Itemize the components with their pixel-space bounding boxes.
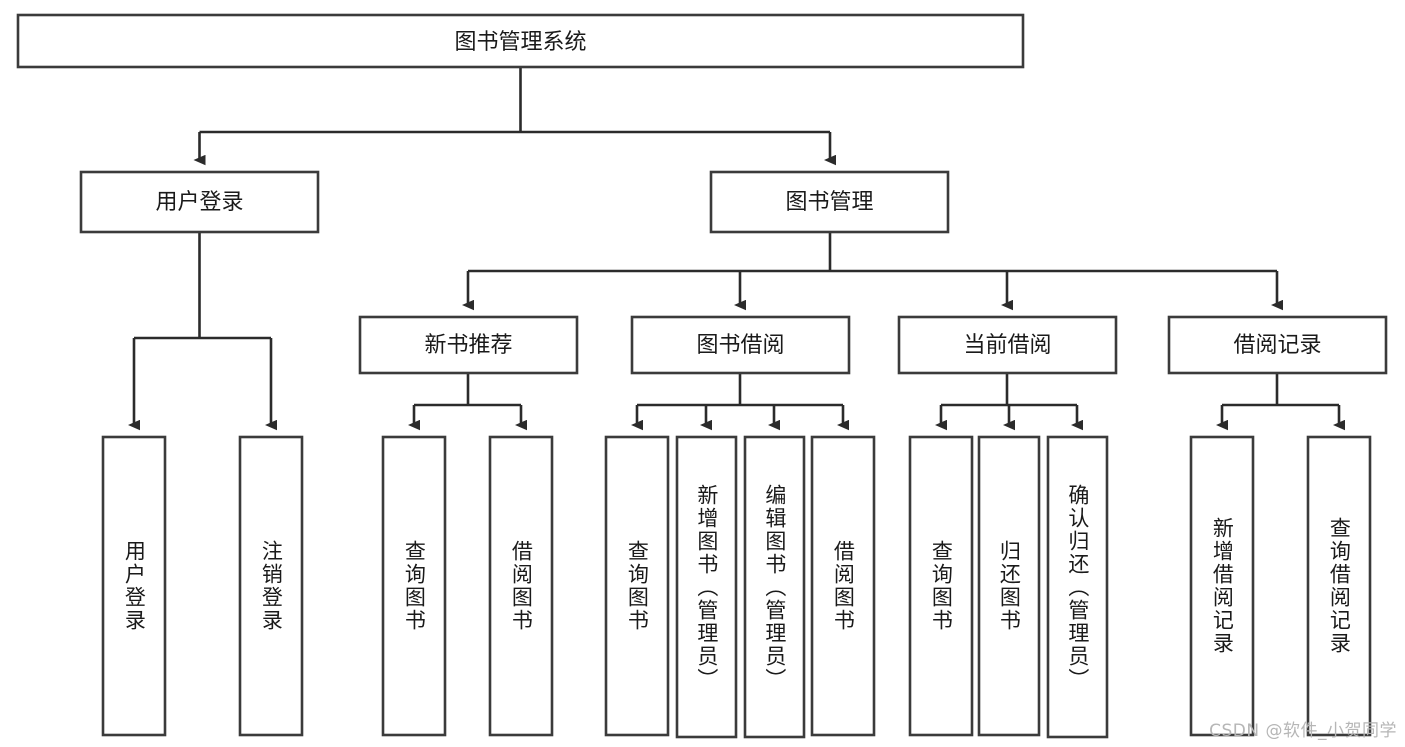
node-borrow-record-box[interactable] [1167,315,1388,375]
node-leaf-confirm-return-box[interactable] [1046,435,1109,739]
connector-group [128,67,1345,431]
node-leaf-query-record-box[interactable] [1306,435,1372,737]
node-root-box[interactable] [16,13,1025,69]
node-leaf-add-record-box[interactable] [1189,435,1255,737]
node-user-login-box[interactable] [79,170,320,234]
node-leaf-query-book-1-box[interactable] [381,435,447,737]
node-leaf-query-book-2-box[interactable] [604,435,670,737]
node-book-borrow-label: 图书借阅 [696,333,784,358]
node-current-borrow-box[interactable] [897,315,1118,375]
node-leaf-add-book-box[interactable] [675,435,738,739]
node-book-manage-label: 图书管理 [785,190,873,215]
node-book-manage-box[interactable] [709,170,950,234]
node-book-borrow-box[interactable] [630,315,851,375]
node-new-book-rec[interactable]: 新书推荐 [358,315,579,375]
node-leaf-return-book-box[interactable] [977,435,1041,737]
node-leaf-user-login-box[interactable] [101,435,167,737]
node-user-login-label: 用户登录 [155,190,243,215]
node-root[interactable]: 图书管理系统 [16,13,1025,69]
node-new-book-rec-label: 新书推荐 [424,333,512,358]
node-leaf-borrow-book-2-box[interactable] [810,435,876,737]
csdn-watermark: CSDN @软件_小贺同学 [1209,721,1397,741]
node-root-label: 图书管理系统 [454,30,586,55]
node-leaf-query-book-3-box[interactable] [908,435,974,737]
node-borrow-record[interactable]: 借阅记录 [1167,315,1388,375]
node-leaf-edit-book-box[interactable] [743,435,806,739]
node-new-book-rec-box[interactable] [358,315,579,375]
node-current-borrow-label: 当前借阅 [963,333,1051,358]
node-book-manage[interactable]: 图书管理 [709,170,950,234]
node-current-borrow[interactable]: 当前借阅 [897,315,1118,375]
node-user-login[interactable]: 用户登录 [79,170,320,234]
node-book-borrow[interactable]: 图书借阅 [630,315,851,375]
node-leaf-borrow-book-1-box[interactable] [488,435,554,737]
node-leaf-logout-box[interactable] [238,435,304,737]
node-borrow-record-label: 借阅记录 [1233,333,1321,358]
